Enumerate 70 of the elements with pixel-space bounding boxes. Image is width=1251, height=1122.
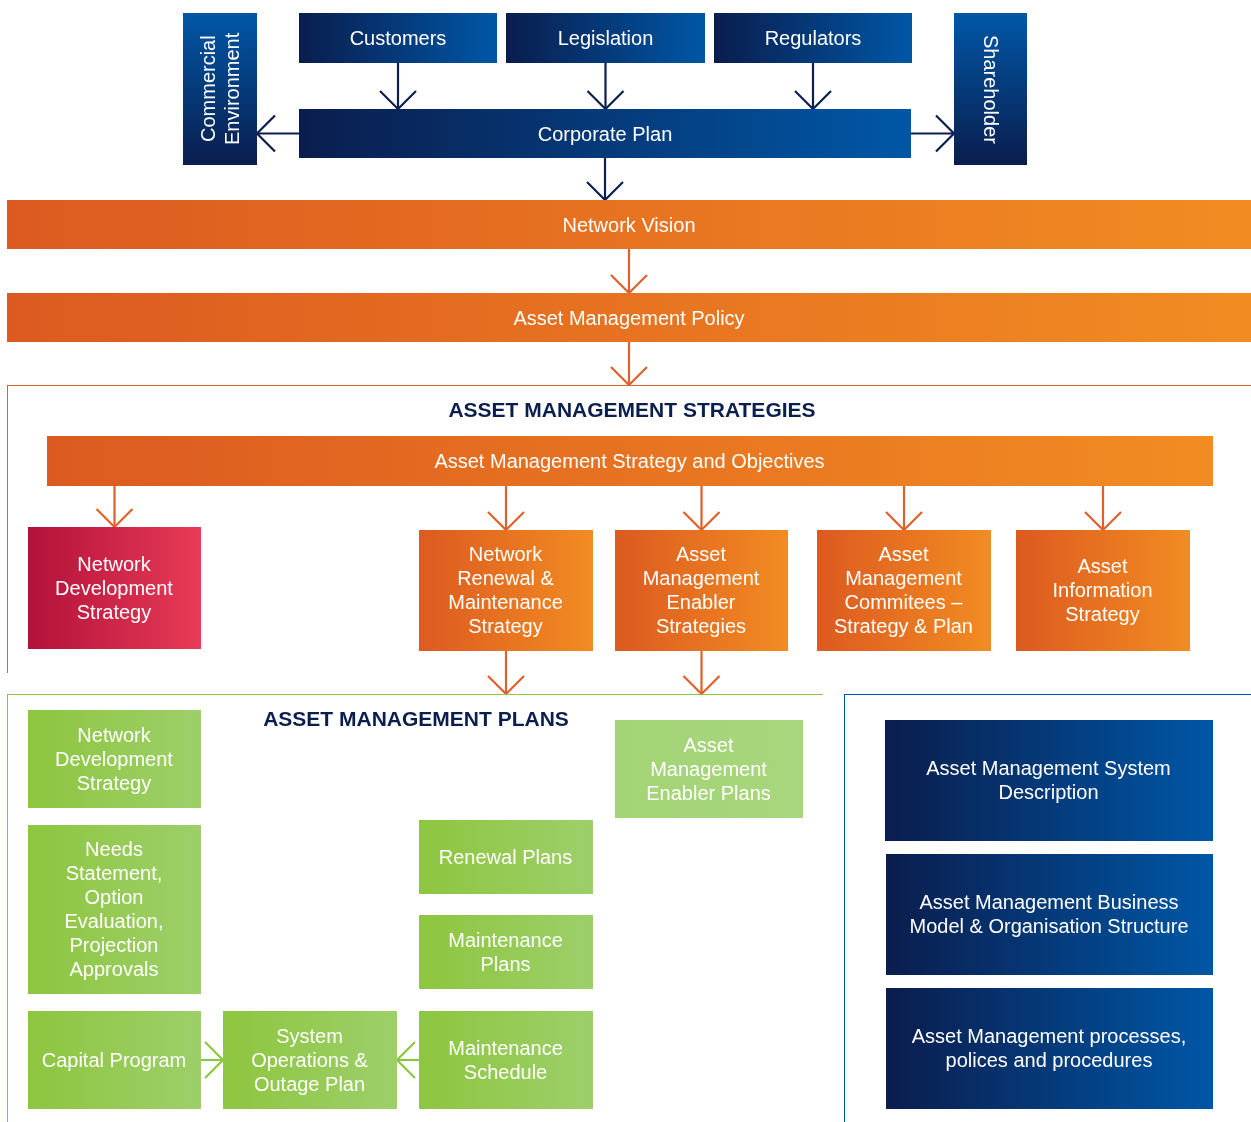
arrow <box>1083 486 1123 532</box>
process-box <box>885 987 1213 1109</box>
section-frame <box>7 385 1251 673</box>
section-heading: ASSET MANAGEMENT STRATEGIES <box>448 398 816 422</box>
arrow <box>585 158 625 202</box>
process-box <box>418 1010 593 1109</box>
section-frame <box>7 694 823 1122</box>
box-label: Asset Management Business Model & Organisation Structure <box>908 890 1190 938</box>
process-box <box>714 13 912 63</box>
box-label: System Operations & Outage Plan <box>250 1023 369 1096</box>
arrow <box>682 486 721 532</box>
arrow <box>95 486 134 529</box>
box-label: Asset Management Enabler Plans <box>645 732 772 805</box>
process-box <box>7 293 1251 342</box>
arrow <box>378 63 418 111</box>
process-box <box>222 1010 397 1109</box>
arrow <box>682 651 721 696</box>
process-box <box>506 13 705 63</box>
box-label: Asset Management Commitees – Strategy & Plan <box>833 542 974 638</box>
process-box <box>27 709 201 808</box>
process-box <box>614 529 788 651</box>
arrow <box>609 249 649 295</box>
arrow <box>884 486 924 532</box>
process-box <box>299 109 911 158</box>
section-heading: ASSET MANAGEMENT PLANS <box>263 707 569 731</box>
process-box <box>418 529 593 651</box>
box-label: Legislation <box>557 26 654 50</box>
process-box <box>885 853 1213 975</box>
box-label: Asset Information Strategy <box>1051 554 1154 626</box>
process-box <box>816 529 991 651</box>
process-box <box>418 819 593 894</box>
box-label: Asset Management System Description <box>925 756 1172 804</box>
process-box <box>27 1010 201 1109</box>
process-box <box>299 13 497 63</box>
box-label: Capital Program <box>41 1047 187 1072</box>
box-label: Needs Statement, Option Evaluation, Projection Approvals <box>63 837 165 981</box>
box-label: Customers <box>349 26 447 50</box>
section-frame <box>844 694 1251 1122</box>
box-label: Regulators <box>764 26 862 50</box>
box-label: Maintenance Schedule <box>447 1035 564 1084</box>
box-label: Asset Management processes, polices and procedures <box>910 1024 1188 1072</box>
process-box <box>418 914 593 989</box>
box-label: Network Development Strategy <box>54 722 174 795</box>
arrow <box>486 486 526 532</box>
box-label: Commercial Environment <box>196 31 244 148</box>
arrow <box>486 651 526 696</box>
process-box <box>46 435 1213 486</box>
process-box <box>7 200 1251 249</box>
box-label: Corporate Plan <box>537 121 673 146</box>
arrow <box>586 63 625 111</box>
arrow <box>911 114 956 153</box>
box-label: Asset Management Policy <box>513 305 745 330</box>
process-box <box>614 719 803 818</box>
process-box <box>183 13 257 165</box>
arrow <box>609 342 649 387</box>
box-label: Asset Management Strategy and Objectives <box>434 448 825 473</box>
box-label: Renewal Plans <box>438 844 573 869</box>
process-box <box>884 719 1213 841</box>
box-label: Asset Management Enabler Strategies <box>641 542 761 638</box>
arrow <box>793 63 833 111</box>
box-label: Network Renewal & Maintenance Strategy <box>447 542 564 638</box>
arrow <box>395 1040 419 1080</box>
process-box <box>27 824 201 994</box>
process-box <box>954 13 1027 165</box>
box-label: Network Vision <box>562 212 696 237</box>
box-label: Maintenance Plans <box>447 927 564 976</box>
box-label: Shareholder <box>978 34 1003 144</box>
process-box <box>27 526 201 649</box>
process-box <box>1015 529 1190 651</box>
box-label: Network Development Strategy <box>54 551 174 624</box>
